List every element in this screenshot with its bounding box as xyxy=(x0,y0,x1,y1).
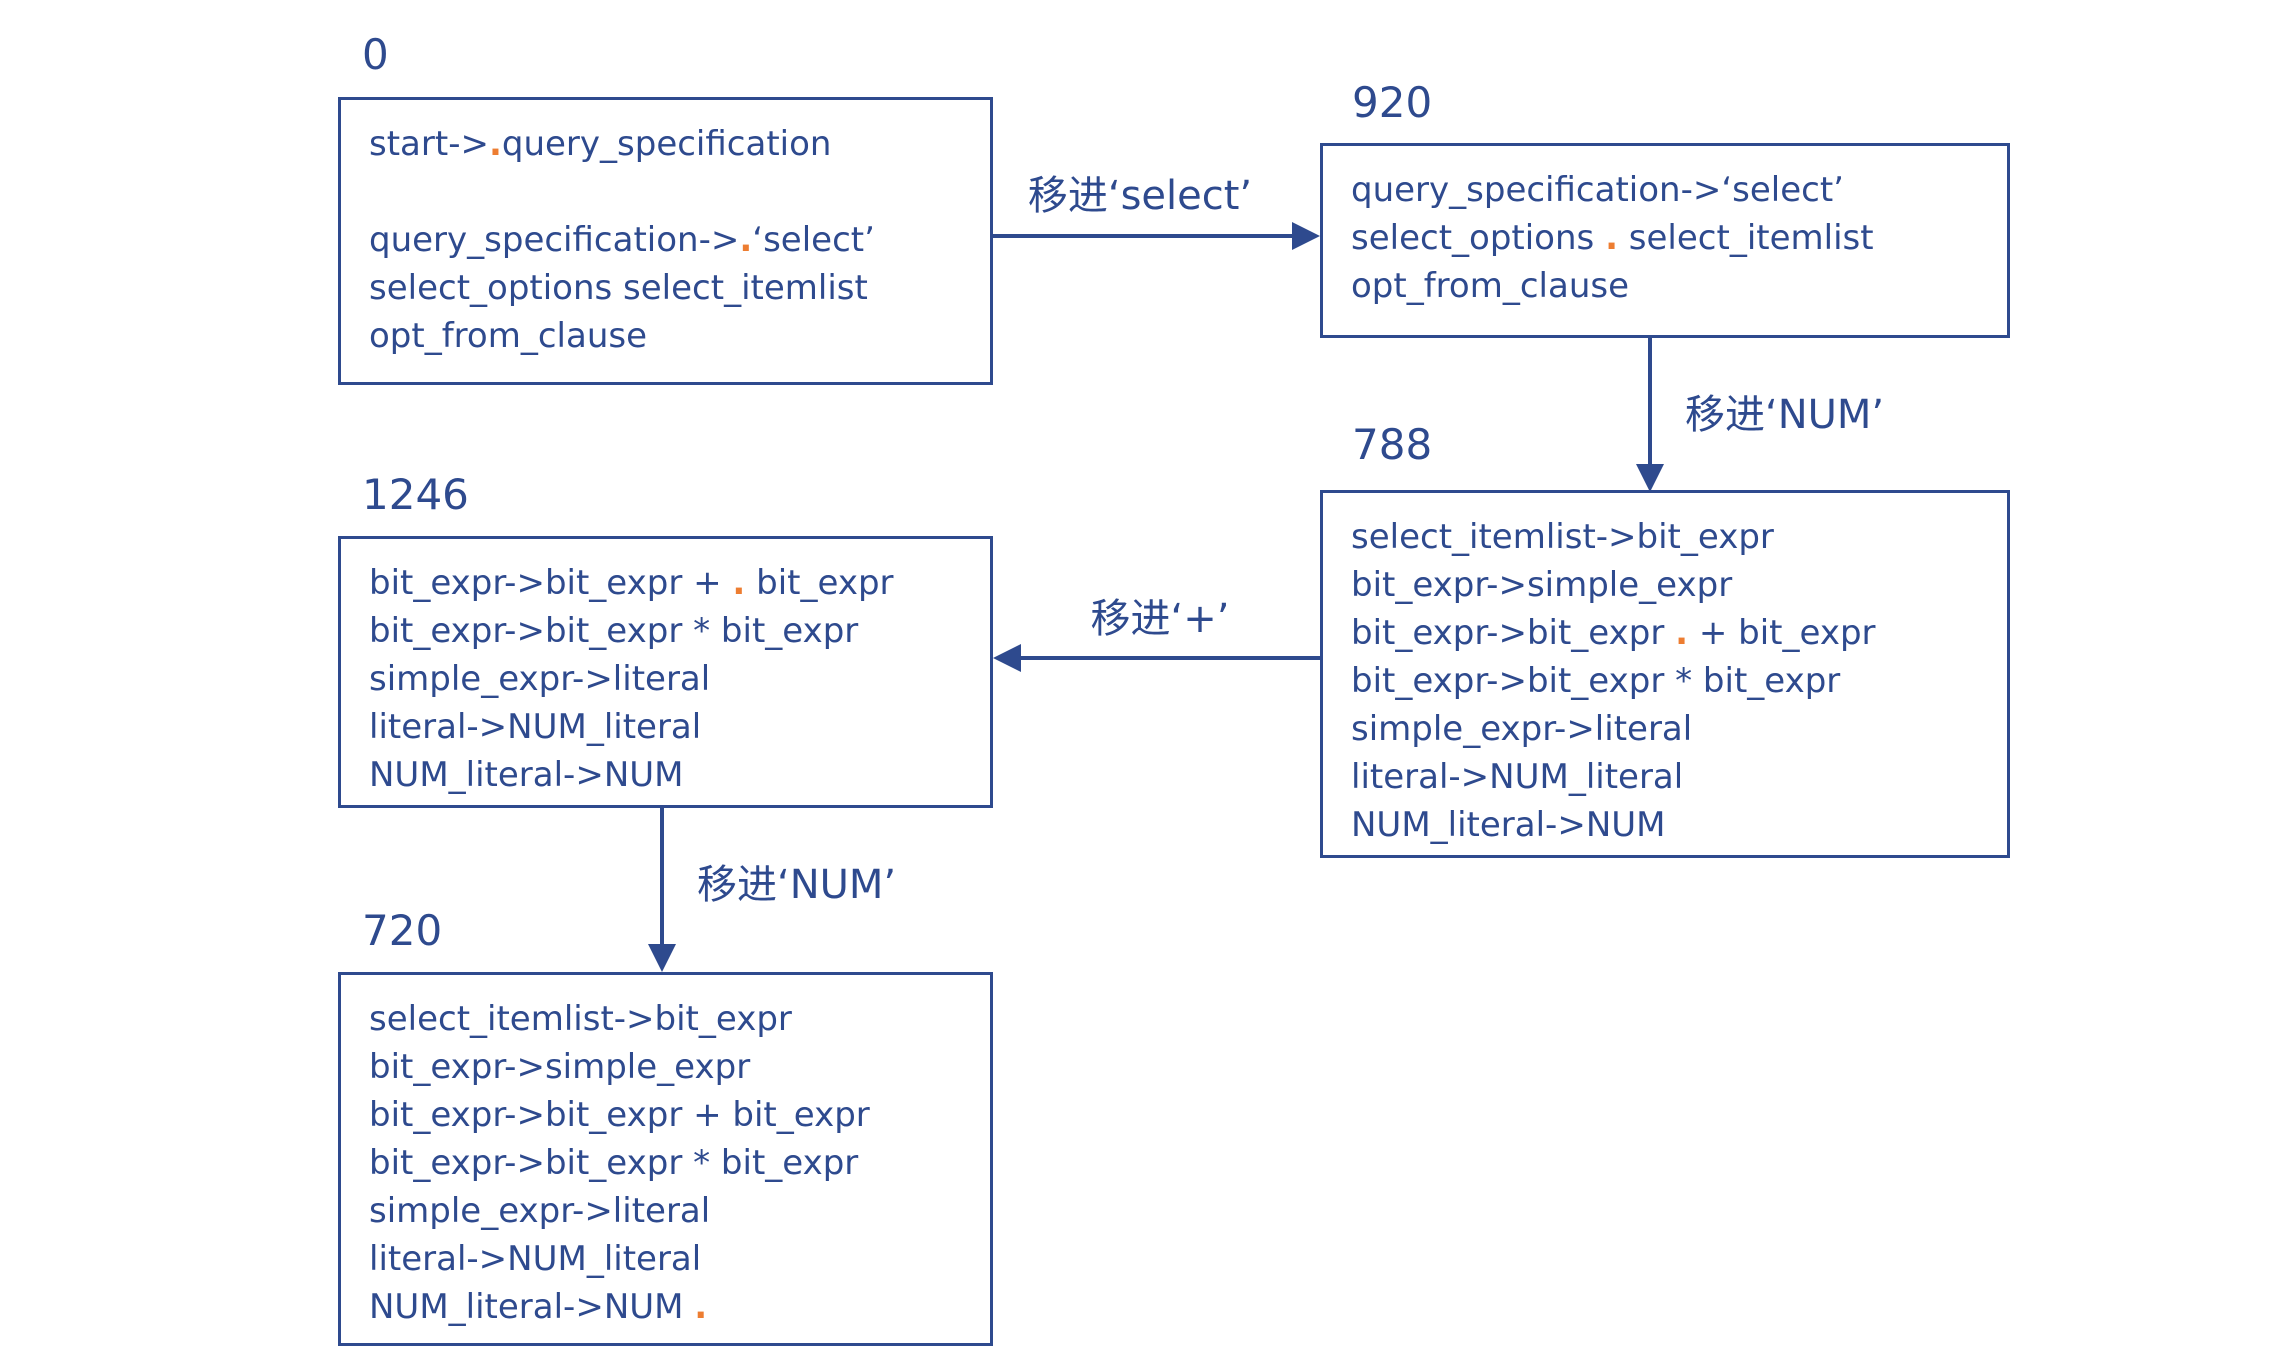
grammar-line: query_specification->.‘select’ xyxy=(369,216,966,264)
grammar-text: select_itemlist->bit_expr xyxy=(1351,517,1774,557)
grammar-line: opt_from_clause xyxy=(1351,262,1983,310)
grammar-line: simple_expr->literal xyxy=(369,1187,966,1235)
grammar-text: + bit_expr xyxy=(1688,613,1876,653)
edge-shift-plus-line xyxy=(1021,656,1320,660)
edge-shift-plus-arrowhead-icon xyxy=(993,644,1021,672)
edge-shift-num-2-label: 移进‘NUM’ xyxy=(697,862,897,908)
grammar-line: literal->NUM_literal xyxy=(369,1235,966,1283)
grammar-line: select_options . select_itemlist xyxy=(1351,214,1983,262)
parse-position-dot: . xyxy=(1605,218,1618,258)
grammar-line: literal->NUM_literal xyxy=(369,703,966,751)
parse-position-dot: . xyxy=(1675,613,1689,653)
state-number-0: 0 xyxy=(362,30,389,79)
grammar-line: bit_expr->simple_expr xyxy=(369,1043,966,1091)
state-number-920: 920 xyxy=(1352,78,1433,127)
parse-position-dot: . xyxy=(732,563,746,603)
parse-position-dot: . xyxy=(488,124,502,164)
grammar-line: bit_expr->bit_expr . + bit_expr xyxy=(1351,609,1983,657)
grammar-line: start->.query_specification xyxy=(369,120,966,168)
grammar-text: select_itemlist xyxy=(1617,218,1874,258)
parse-position-dot: . xyxy=(739,220,753,260)
edge-shift-num-2-arrowhead-icon xyxy=(648,944,676,972)
grammar-text: simple_expr->literal xyxy=(369,659,711,699)
grammar-line: bit_expr->bit_expr * bit_expr xyxy=(369,1139,966,1187)
state-box-720: select_itemlist->bit_expr bit_expr->simpl… xyxy=(338,972,993,1346)
grammar-line: select_itemlist->bit_expr xyxy=(1351,513,1983,561)
grammar-line: select_itemlist->bit_expr xyxy=(369,995,966,1043)
state-box-788: select_itemlist->bit_expr bit_expr->simpl… xyxy=(1320,490,2010,858)
grammar-line: opt_from_clause xyxy=(369,312,966,360)
grammar-text: start-> xyxy=(369,124,489,164)
grammar-text: bit_expr->bit_expr * bit_expr xyxy=(369,611,859,651)
grammar-text: NUM_literal->NUM xyxy=(1351,805,1666,845)
grammar-line: NUM_literal->NUM xyxy=(369,751,966,799)
grammar-text: query_specification-> xyxy=(369,220,740,260)
grammar-text: bit_expr->bit_expr + bit_expr xyxy=(369,1095,870,1135)
grammar-line: bit_expr->bit_expr + bit_expr xyxy=(369,1091,966,1139)
grammar-text: literal->NUM_literal xyxy=(369,707,702,747)
edge-shift-num-2-line xyxy=(660,808,664,948)
edge-shift-plus-label: 移进‘+’ xyxy=(1090,596,1230,642)
grammar-line: bit_expr->bit_expr * bit_expr xyxy=(369,607,966,655)
grammar-text: bit_expr->bit_expr xyxy=(1351,613,1676,653)
grammar-text: NUM_literal->NUM xyxy=(369,1287,695,1327)
edge-shift-select-arrowhead-icon xyxy=(1292,222,1320,250)
state-720-productions: select_itemlist->bit_expr bit_expr->simpl… xyxy=(341,975,990,1331)
grammar-text: query_specification xyxy=(501,124,832,164)
grammar-text: opt_from_clause xyxy=(1351,266,1629,306)
grammar-line: simple_expr->literal xyxy=(369,655,966,703)
grammar-text: simple_expr->literal xyxy=(369,1191,711,1231)
state-920-productions: query_specification->‘select’select_opti… xyxy=(1323,146,2007,310)
state-number-1246: 1246 xyxy=(362,470,469,519)
grammar-text: opt_from_clause xyxy=(369,316,647,356)
grammar-text: bit_expr->simple_expr xyxy=(369,1047,751,1087)
grammar-text: simple_expr->literal xyxy=(1351,709,1693,749)
edge-shift-num-1-label: 移进‘NUM’ xyxy=(1685,392,1885,438)
grammar-line: NUM_literal->NUM xyxy=(1351,801,1983,849)
grammar-text: bit_expr->bit_expr * bit_expr xyxy=(1351,661,1841,701)
grammar-line: query_specification->‘select’ xyxy=(1351,166,1983,214)
grammar-text: literal->NUM_literal xyxy=(369,1239,702,1279)
grammar-line: bit_expr->bit_expr + . bit_expr xyxy=(369,559,966,607)
edge-shift-num-1-arrowhead-icon xyxy=(1636,464,1664,492)
parse-position-dot: . xyxy=(694,1287,708,1327)
grammar-text: bit_expr->bit_expr + xyxy=(369,563,733,603)
grammar-line xyxy=(369,168,966,216)
grammar-text: ‘select’ xyxy=(752,220,875,260)
grammar-line: simple_expr->literal xyxy=(1351,705,1983,753)
grammar-text: literal->NUM_literal xyxy=(1351,757,1684,797)
grammar-text: NUM_literal->NUM xyxy=(369,755,684,795)
grammar-text: bit_expr->bit_expr * bit_expr xyxy=(369,1143,859,1183)
grammar-line: NUM_literal->NUM . xyxy=(369,1283,966,1331)
grammar-line: bit_expr->bit_expr * bit_expr xyxy=(1351,657,1983,705)
grammar-text: bit_expr xyxy=(745,563,894,603)
grammar-text: select_itemlist->bit_expr xyxy=(369,999,792,1039)
grammar-line: bit_expr->simple_expr xyxy=(1351,561,1983,609)
grammar-text: bit_expr->simple_expr xyxy=(1351,565,1733,605)
edge-shift-select-line xyxy=(993,234,1295,238)
state-number-720: 720 xyxy=(362,906,443,955)
grammar-text: query_specification->‘select’ xyxy=(1351,170,1844,210)
state-number-788: 788 xyxy=(1352,420,1433,469)
edge-shift-num-1-line xyxy=(1648,338,1652,468)
edge-shift-select-label: 移进‘select’ xyxy=(1027,173,1253,219)
state-788-productions: select_itemlist->bit_expr bit_expr->simpl… xyxy=(1323,493,2007,849)
grammar-text: select_options xyxy=(1351,218,1606,258)
grammar-line: literal->NUM_literal xyxy=(1351,753,1983,801)
grammar-text: select_options select_itemlist xyxy=(369,268,868,308)
grammar-line: select_options select_itemlist xyxy=(369,264,966,312)
state-box-920: query_specification->‘select’select_opti… xyxy=(1320,143,2010,338)
